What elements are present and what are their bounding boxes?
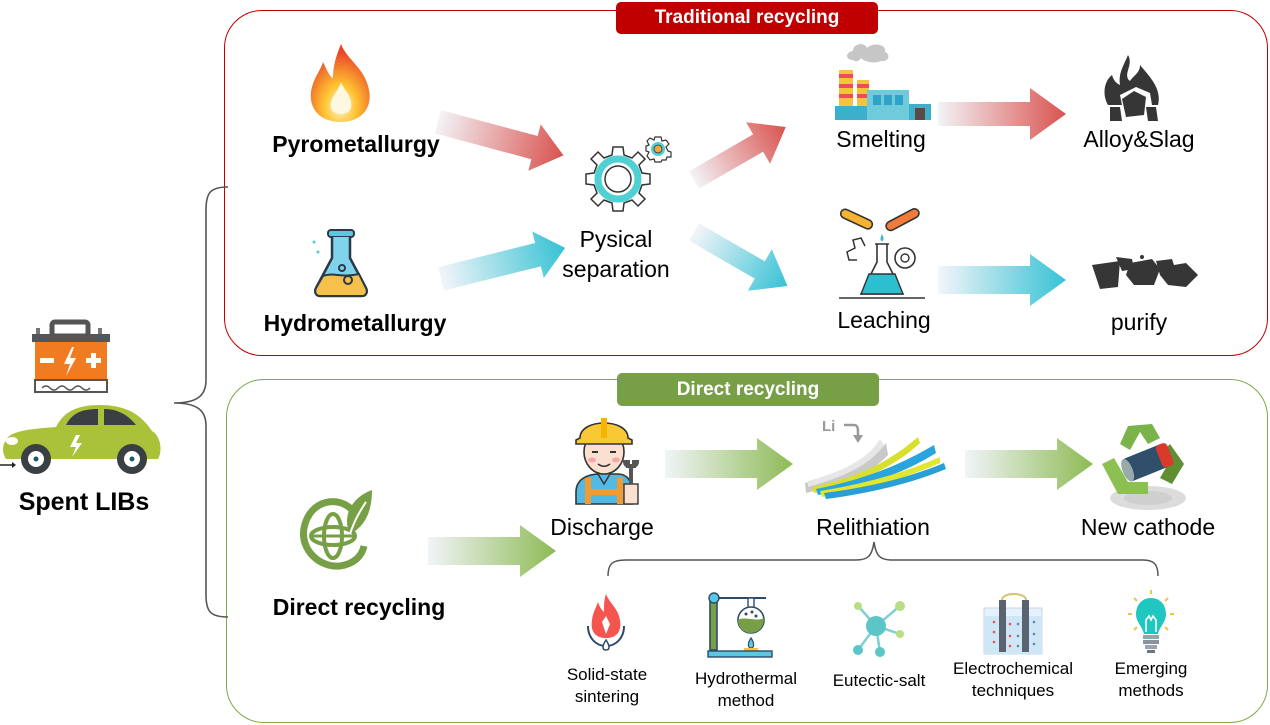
molecule-icon <box>853 601 905 657</box>
traditional-recycling-panel <box>224 10 1268 356</box>
hydrometallurgy-label: Hydrometallurgy <box>263 310 447 336</box>
flask-icon <box>312 229 369 298</box>
relithiation-layers-icon: Li <box>805 418 946 499</box>
method-label-solid-state: Solid-state sintering <box>552 664 662 708</box>
method-emerging-line1: Emerging <box>1114 659 1188 678</box>
lab-flask-icon <box>839 207 925 299</box>
method-label-hydrothermal: Hydrothermal method <box>684 668 808 712</box>
smelting-to-slag-arrow <box>938 88 1066 140</box>
fire-icon <box>310 44 370 122</box>
discharge-to-relithiation-arrow <box>665 438 793 490</box>
electrolysis-cell-icon <box>983 593 1043 655</box>
new-cathode-label: New cathode <box>1080 514 1216 540</box>
purified-pieces-icon <box>1092 255 1198 289</box>
battery-icon <box>32 319 110 393</box>
direct-recycling-panel <box>226 379 1268 723</box>
pyro-to-separation-arrow <box>434 110 564 171</box>
method-solid-state-line1: Solid-state <box>566 665 648 684</box>
method-emerging-line2: methods <box>1118 681 1184 700</box>
worker-icon <box>575 418 640 505</box>
input-to-discharge-arrow <box>428 525 556 577</box>
direct-recycling-input-label: Direct recycling <box>272 594 446 620</box>
method-hydrothermal-line2: method <box>717 691 775 710</box>
method-label-eutectic: Eutectic-salt <box>820 670 938 692</box>
hydro-to-separation-arrow <box>438 231 566 291</box>
gears-icon <box>585 136 672 212</box>
method-label-emerging: Emerging methods <box>1096 658 1206 702</box>
traditional-recycling-title: Traditional recycling <box>616 2 878 34</box>
purify-label: purify <box>1110 309 1168 335</box>
methods-brace <box>607 541 1159 577</box>
method-hydrothermal-line1: Hydrothermal <box>694 669 798 688</box>
separation-to-smelting-arrow <box>689 122 786 189</box>
recycle-battery-icon <box>1102 424 1186 510</box>
separation-label-line2: separation <box>562 256 670 282</box>
leaching-label: Leaching <box>837 307 931 333</box>
source-label: Spent LIBs <box>18 488 150 516</box>
separation-to-leaching-arrow <box>689 223 788 291</box>
leaching-to-purify-arrow <box>938 254 1066 306</box>
method-electrochemical-line2: techniques <box>971 681 1055 700</box>
alloy-slag-label: Alloy&Slag <box>1083 126 1195 152</box>
pyrometallurgy-label: Pyrometallurgy <box>272 131 440 157</box>
smelting-label: Smelting <box>836 126 926 152</box>
method-electrochemical-line1: Electrochemical <box>953 659 1073 678</box>
factory-icon <box>835 44 931 120</box>
method-solid-state-line2: sintering <box>574 687 640 706</box>
slag-icon <box>1104 55 1159 121</box>
lithium-annotation: Li <box>822 418 835 435</box>
flame-drop-icon <box>587 594 625 651</box>
lightbulb-icon <box>1128 590 1174 653</box>
electric-car-icon <box>0 405 161 474</box>
method-label-electrochemical: Electrochemical techniques <box>940 658 1086 702</box>
hydrothermal-stand-icon <box>707 592 773 658</box>
separation-label-line1: Pysical <box>579 226 653 252</box>
discharge-label: Discharge <box>550 514 654 540</box>
eco-globe-icon <box>300 490 372 570</box>
direct-recycling-title: Direct recycling <box>617 373 879 406</box>
method-eutectic-line1: Eutectic-salt <box>832 671 926 690</box>
grouping-brace <box>173 186 229 618</box>
relithiation-label: Relithiation <box>816 514 930 540</box>
relithiation-to-cathode-arrow <box>965 438 1093 490</box>
